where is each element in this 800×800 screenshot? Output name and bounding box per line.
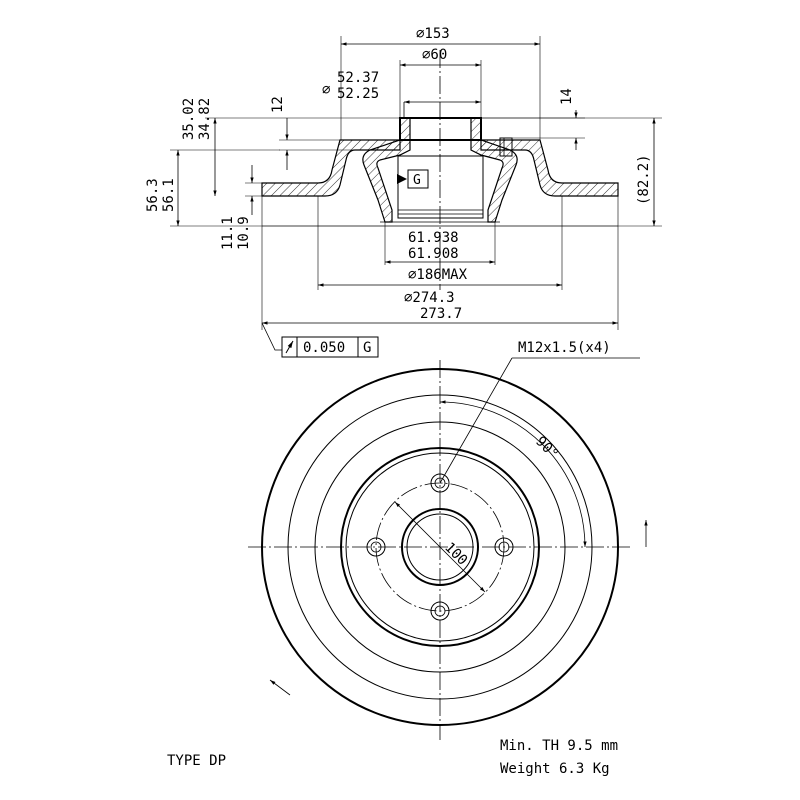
- stud-hole-bottom: [430, 601, 450, 621]
- dim-h-35-lower: 34.82: [197, 98, 213, 140]
- runout-value: 0.050: [303, 340, 345, 356]
- dim-thread: M12x1.5(x4): [518, 340, 611, 356]
- dim-dia-153: ∅153: [416, 26, 450, 42]
- datum-g-label: G: [413, 173, 421, 188]
- section-view: G ∅153 ∅60 ∅ 52.37 52.25 12 14 35.02: [145, 26, 662, 358]
- bore: [397, 155, 484, 219]
- dim-dia-52-symbol: ∅: [322, 82, 331, 98]
- dim-dia-274-upper: ∅274.3: [404, 290, 455, 306]
- dim-dia-60: ∅60: [422, 47, 447, 63]
- weight: Weight 6.3 Kg: [500, 761, 610, 777]
- section-left-hub-wall: [362, 117, 411, 223]
- dim-h-14: 14: [559, 88, 575, 105]
- dim-h-82: (82.2): [636, 154, 652, 205]
- dim-pcd: 100: [441, 540, 470, 569]
- dim-h-11-lower: 10.9: [236, 216, 252, 250]
- runout-datum: G: [363, 340, 371, 356]
- dim-h-56-upper: 56.3: [145, 178, 161, 212]
- disc-outer-edge: [261, 368, 619, 726]
- type-label: TYPE DP: [167, 753, 226, 769]
- min-thickness: Min. TH 9.5 mm: [500, 738, 618, 754]
- dim-h-35-upper: 35.02: [181, 98, 197, 140]
- rotation-arrow-left: [269, 679, 291, 696]
- section-right-hub-wall: [470, 117, 518, 223]
- angle-arc: [439, 400, 587, 548]
- dim-h-12: 12: [270, 96, 286, 113]
- datum-g-box: [407, 169, 429, 189]
- datum-g-arrow: [397, 174, 407, 184]
- dim-dia-274-lower: 273.7: [420, 306, 462, 322]
- disc-friction-outer: [287, 394, 593, 700]
- stud-hole-left: [366, 537, 386, 557]
- dim-h-11-upper: 11.1: [220, 216, 236, 250]
- dim-dia-52-lower: 52.25: [337, 86, 379, 102]
- stud-pocket: [499, 137, 513, 157]
- dim-dia-186: ∅186MAX: [408, 267, 468, 283]
- dim-angle: 90°: [532, 434, 561, 463]
- hub-top: [399, 117, 482, 141]
- dim-bore-upper: 61.938: [408, 230, 459, 246]
- front-view: 100 90° M12x1.5(x4): [248, 340, 648, 740]
- dim-h-56-lower: 56.1: [161, 178, 177, 212]
- runout-icon: [285, 340, 294, 354]
- dim-bore-lower: 61.908: [408, 246, 459, 262]
- dim-dia-52-upper: 52.37: [337, 70, 379, 86]
- runout-frame: [281, 336, 379, 358]
